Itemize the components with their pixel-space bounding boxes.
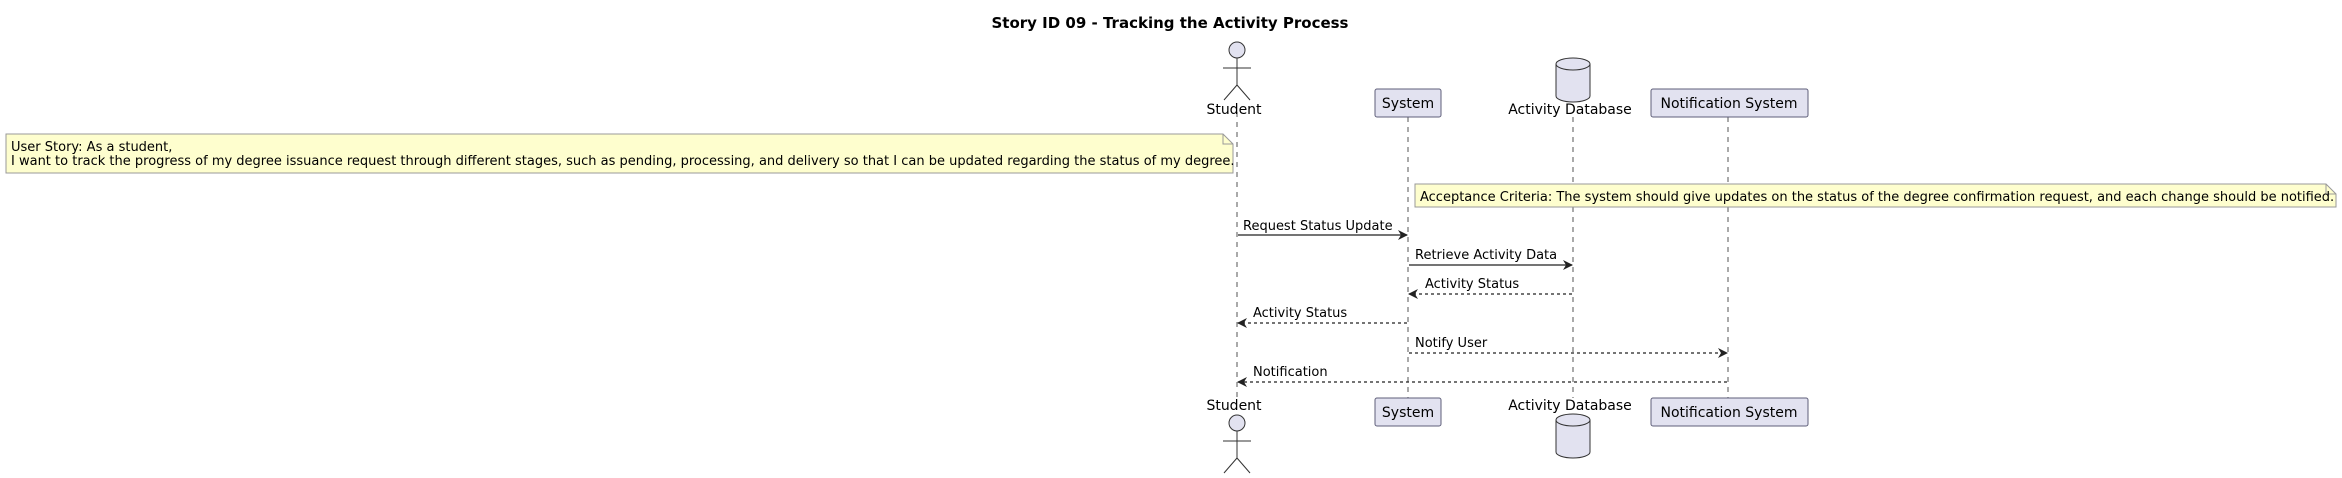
message-activity-status-db: Activity Status <box>1408 277 1572 299</box>
message-retrieve-activity-data: Retrieve Activity Data <box>1409 248 1573 270</box>
participant-label: Activity Database <box>1508 102 1632 118</box>
participant-label: System <box>1382 405 1434 421</box>
database-icon <box>1555 413 1591 459</box>
note-line: Acceptance Criteria: The system should g… <box>1420 190 2334 205</box>
note-user-story: User Story: As a student, I want to trac… <box>5 133 1235 174</box>
message-label: Notify User <box>1415 336 1488 351</box>
participant-label: System <box>1382 96 1434 112</box>
diagram-title: Story ID 09 - Tracking the Activity Proc… <box>992 14 1349 32</box>
participant-activity-database-top: Activity Database <box>1508 57 1632 118</box>
message-request-status-update: Request Status Update <box>1238 219 1408 240</box>
participant-notification-system-top: Notification System <box>1650 88 1809 118</box>
participant-label: Student <box>1206 398 1262 414</box>
note-line: User Story: As a student, <box>11 140 172 155</box>
participant-student-top: Student <box>1206 41 1262 118</box>
message-label: Request Status Update <box>1243 219 1393 234</box>
participant-label: Notification System <box>1661 405 1798 421</box>
message-label: Retrieve Activity Data <box>1415 248 1557 263</box>
participant-notification-system-bottom: Notification System <box>1650 397 1809 427</box>
message-label: Activity Status <box>1253 306 1347 321</box>
database-icon <box>1555 57 1591 103</box>
actor-icon <box>1223 41 1251 101</box>
message-notification: Notification <box>1237 365 1727 387</box>
note-acceptance-criteria: Acceptance Criteria: The system should g… <box>1414 183 2337 208</box>
participant-student-bottom: Student <box>1206 398 1262 474</box>
participant-system-top: System <box>1374 88 1442 118</box>
participant-activity-database-bottom: Activity Database <box>1508 398 1632 459</box>
actor-icon <box>1223 414 1251 474</box>
message-label: Activity Status <box>1425 277 1519 292</box>
participant-system-bottom: System <box>1374 397 1442 427</box>
participant-label: Student <box>1206 102 1262 118</box>
participant-label: Activity Database <box>1508 398 1632 414</box>
participant-label: Notification System <box>1661 96 1798 112</box>
message-activity-status-student: Activity Status <box>1237 306 1407 328</box>
message-notify-user: Notify User <box>1409 336 1728 358</box>
message-label: Notification <box>1253 365 1328 380</box>
note-line: I want to track the progress of my degre… <box>11 154 1235 169</box>
